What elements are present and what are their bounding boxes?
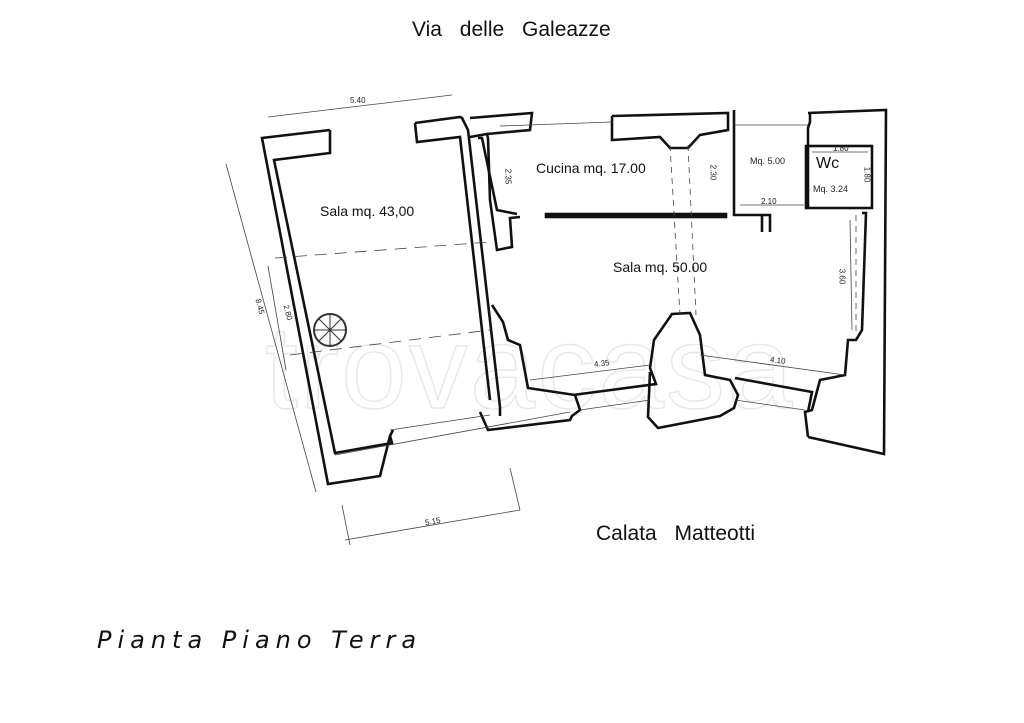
room-label-sala-43: Sala mq. 43,00	[320, 203, 415, 219]
spiral-stair-icon	[313, 313, 347, 347]
dimension-top-width: 5.40	[350, 96, 366, 105]
dimension-sala2-bottom-right: 4.10	[769, 355, 787, 366]
room-label-disimpegno: Mq. 5.00	[750, 156, 786, 166]
dimension-cucina-left: 2.35	[503, 168, 513, 185]
dimension-disimpegno-width: 2.10	[761, 197, 777, 206]
street-label-bottom: Calata Matteotti	[596, 522, 756, 545]
room-label-cucina: Cucina mq. 17.00	[536, 160, 646, 176]
dimension-sala2-right: 3.60	[837, 268, 847, 285]
plan-title: Pianta Piano Terra	[97, 626, 423, 654]
room-area-wc: Mq. 3.24	[813, 184, 849, 194]
dimension-wc-height: 1.80	[862, 166, 872, 183]
room-label-sala-50: Sala mq. 50.00	[613, 259, 708, 275]
dimension-cucina-right: 2.30	[708, 164, 718, 181]
wall-outline	[260, 128, 395, 486]
street-label-top: Via delle Galeazze	[412, 18, 611, 41]
room-label-wc: Wc	[816, 155, 840, 172]
dimension-wc-width: 1.80	[833, 144, 849, 153]
dimension-sala2-bottom-left: 4.35	[593, 358, 611, 369]
